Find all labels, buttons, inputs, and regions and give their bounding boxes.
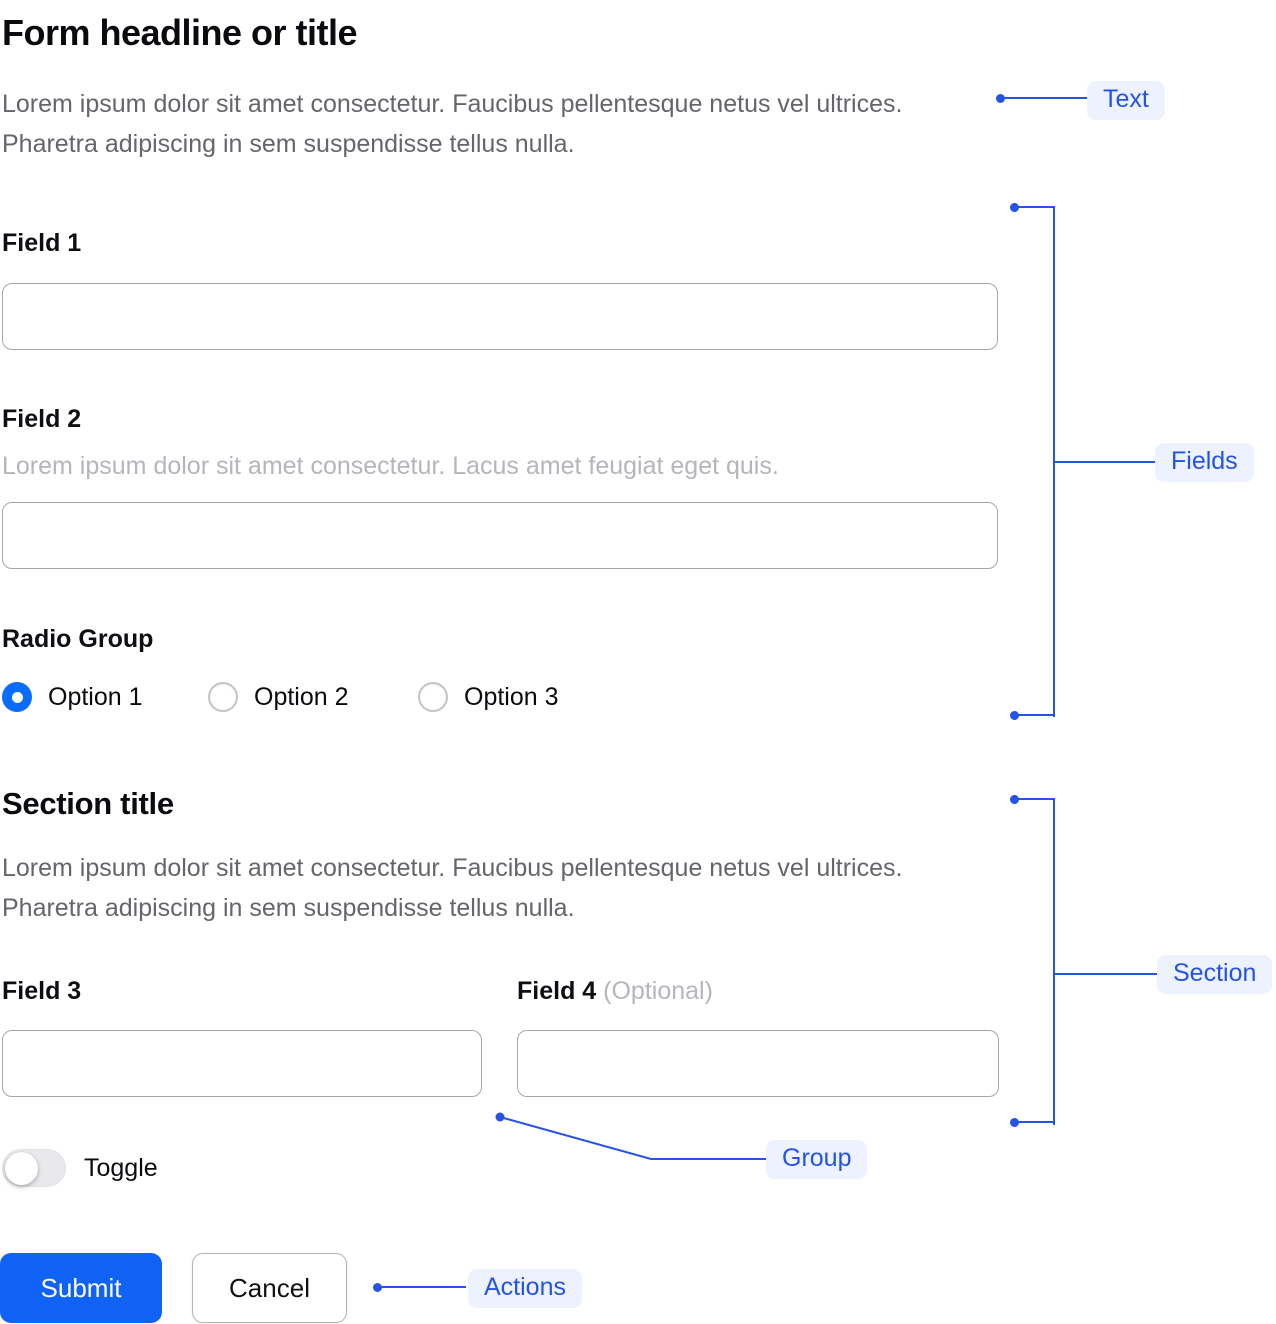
section-title: Section title bbox=[2, 786, 174, 821]
radio-option-2-label[interactable]: Option 2 bbox=[254, 683, 349, 711]
field3-input[interactable] bbox=[2, 1030, 482, 1097]
radio-group-label: Radio Group bbox=[2, 625, 154, 653]
field1-input[interactable] bbox=[2, 283, 998, 350]
toggle-knob bbox=[5, 1151, 38, 1185]
section-annotation-label: Section bbox=[1157, 955, 1273, 994]
cancel-button[interactable]: Cancel bbox=[192, 1253, 347, 1323]
toggle-label[interactable]: Toggle bbox=[84, 1154, 158, 1182]
actions-annotation-line bbox=[382, 1286, 466, 1288]
section-bracket-top-dot bbox=[1010, 795, 1019, 804]
intro-paragraph: Lorem ipsum dolor sit amet consectetur. … bbox=[2, 90, 903, 158]
text-annotation-line bbox=[1004, 97, 1087, 99]
section-bracket-mid-line bbox=[1055, 973, 1157, 975]
fields-bracket-top-dot bbox=[1010, 203, 1019, 212]
section-paragraph: Lorem ipsum dolor sit amet consectetur. … bbox=[2, 854, 903, 922]
field2-input[interactable] bbox=[2, 502, 998, 569]
field2-description: Lorem ipsum dolor sit amet consectetur. … bbox=[2, 452, 779, 480]
page-title: Form headline or title bbox=[2, 12, 358, 53]
field4-input[interactable] bbox=[517, 1030, 999, 1097]
text-annotation-label: Text bbox=[1087, 81, 1165, 120]
field1-label: Field 1 bbox=[2, 229, 82, 257]
text-annotation-dot bbox=[996, 94, 1005, 103]
radio-option-3[interactable] bbox=[418, 682, 448, 712]
radio-option-1-label[interactable]: Option 1 bbox=[48, 683, 143, 711]
radio-option-2[interactable] bbox=[208, 682, 238, 712]
fields-bracket-mid-line bbox=[1055, 461, 1155, 463]
field3-label: Field 3 bbox=[2, 977, 82, 1005]
fields-bracket-top-line bbox=[1018, 206, 1055, 208]
fields-bracket-vertical-line bbox=[1053, 206, 1055, 717]
submit-button[interactable]: Submit bbox=[0, 1253, 162, 1323]
radio-option-1[interactable] bbox=[2, 682, 32, 712]
field4-label-text: Field 4 bbox=[517, 977, 597, 1005]
group-annotation-label: Group bbox=[766, 1140, 868, 1179]
field4-label: Field 4 (Optional) bbox=[517, 977, 713, 1006]
actions-annotation-dot bbox=[373, 1283, 382, 1292]
field4-optional-hint: (Optional) bbox=[603, 977, 713, 1005]
fields-bracket-bottom-line bbox=[1018, 714, 1055, 716]
field2-label: Field 2 bbox=[2, 405, 82, 433]
section-bracket-bottom-line bbox=[1018, 1121, 1055, 1123]
actions-annotation-label: Actions bbox=[468, 1269, 582, 1308]
toggle-switch[interactable] bbox=[2, 1149, 66, 1187]
section-bracket-vertical-line bbox=[1053, 798, 1055, 1125]
radio-option-3-label[interactable]: Option 3 bbox=[464, 683, 559, 711]
fields-annotation-label: Fields bbox=[1155, 443, 1254, 482]
section-bracket-top-line bbox=[1018, 798, 1055, 800]
group-connector-line bbox=[495, 1112, 767, 1160]
fields-bracket-bottom-dot bbox=[1010, 711, 1019, 720]
section-bracket-bottom-dot bbox=[1010, 1118, 1019, 1127]
